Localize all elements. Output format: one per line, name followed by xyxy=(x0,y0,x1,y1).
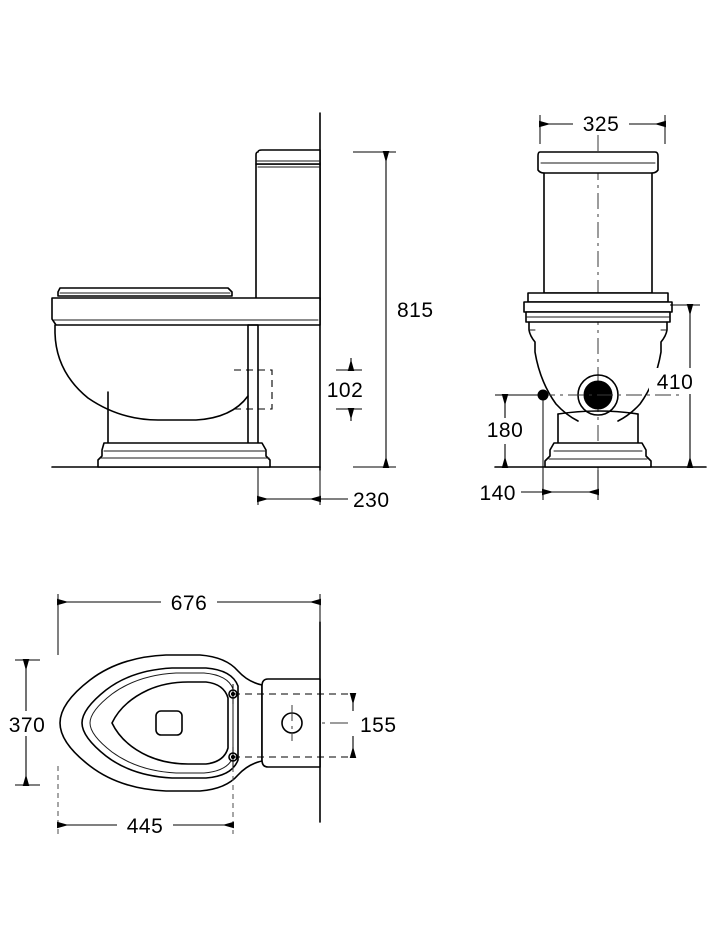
dim-label-bg-155 xyxy=(348,711,404,736)
dim-label-bg-410 xyxy=(649,368,701,394)
trap-to-wall-side xyxy=(247,324,259,444)
centre-fixing-square-plan xyxy=(155,710,183,736)
dim-label-180: 180 xyxy=(487,419,524,442)
dim-label-410: 410 xyxy=(657,371,694,394)
collar-upper-front xyxy=(527,292,669,303)
dim-label-445: 445 xyxy=(127,815,164,838)
dim-label-815: 815 xyxy=(397,299,434,322)
dim-label-325: 325 xyxy=(583,113,620,136)
dim-label-140: 140 xyxy=(479,482,516,505)
cistern-lid-side xyxy=(255,149,321,165)
dim-label-230: 230 xyxy=(353,489,390,512)
bowl-opening-plan xyxy=(111,681,229,765)
view-front-elevation: 325 410 180 140 xyxy=(479,110,707,505)
dim-label-bg-370 xyxy=(0,711,56,736)
cistern-body-side xyxy=(255,163,321,301)
dim-label-bg-325 xyxy=(573,110,629,134)
pedestal-front xyxy=(557,413,639,444)
base-plinth-side xyxy=(97,442,271,468)
view-plan: 676 370 445 155 xyxy=(0,589,404,838)
seat-ring-outer-plan xyxy=(81,667,239,779)
hidden-outlet-side xyxy=(234,369,273,410)
collar-mid-front xyxy=(523,301,673,313)
dim-label-bg-445 xyxy=(117,812,173,837)
dim-label-bg-180 xyxy=(479,418,531,444)
view-side-elevation: 815 102 230 xyxy=(51,112,434,512)
bowl-rim-side xyxy=(51,297,321,326)
dim-label-bg-676 xyxy=(161,589,217,614)
base-plinth-front xyxy=(544,442,652,468)
bowl-left-profile-front xyxy=(528,321,579,422)
seat-lid-side xyxy=(57,287,233,297)
dim-label-676: 676 xyxy=(171,592,208,615)
dim-label-102: 102 xyxy=(327,379,364,402)
bowl-profile-side xyxy=(54,324,249,421)
dim-label-370: 370 xyxy=(9,714,46,737)
dim-label-155: 155 xyxy=(360,714,397,737)
pedestal-top-curve-front xyxy=(557,410,639,415)
